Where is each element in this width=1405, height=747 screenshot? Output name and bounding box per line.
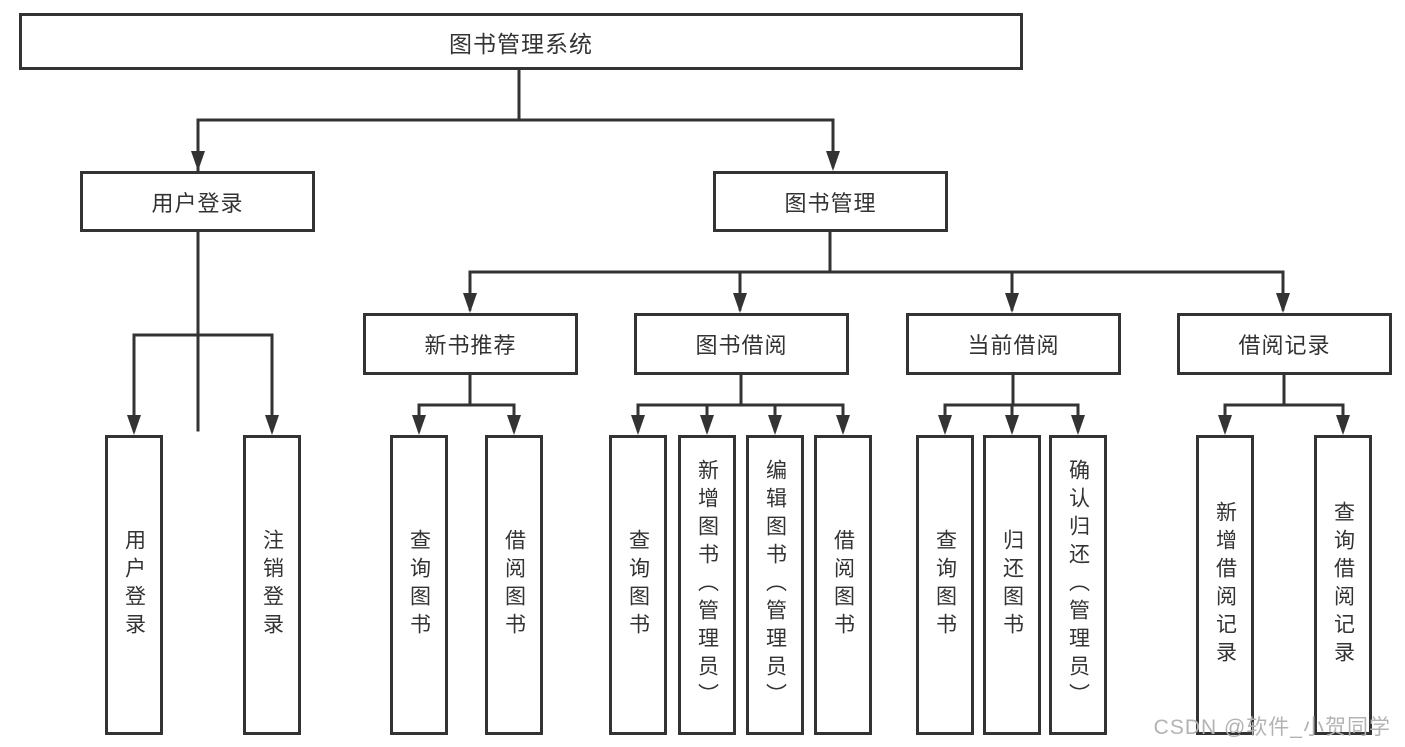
node-label: 借阅记录 [1238, 333, 1331, 358]
connector-book-management [468, 230, 1285, 311]
node-label: 归还图书 [1000, 529, 1024, 641]
node-label: 新书推荐 [424, 333, 517, 358]
connector-book-borrow [636, 373, 845, 432]
csdn-watermark: CSDN @软件_小贺同学 [1153, 716, 1391, 739]
leaf-borrow-books: 借阅图书 [814, 435, 872, 735]
leaf-query-books-recommend: 查询图书 [390, 435, 448, 735]
node-label: 用户登录 [122, 529, 146, 641]
leaf-return-books: 归还图书 [983, 435, 1041, 735]
node-label: 编辑图书（管理员） [763, 459, 787, 711]
node-label: 新增图书（管理员） [695, 459, 719, 711]
leaf-query-borrow-record: 查询借阅记录 [1314, 435, 1372, 735]
node-label: 借阅图书 [502, 529, 526, 641]
node-label: 借阅图书 [831, 529, 855, 641]
node-label: 当前借阅 [967, 333, 1060, 358]
connector-borrow-records [1223, 373, 1345, 432]
node-label: 图书管理 [784, 190, 877, 216]
node-label: 确认归还（管理员） [1066, 459, 1090, 711]
connector-root [196, 68, 835, 432]
connector-new-book [417, 373, 516, 432]
node-borrow-records: 借阅记录 [1177, 313, 1392, 375]
leaf-confirm-return-admin: 确认归还（管理员） [1049, 435, 1107, 735]
node-label: 查询图书 [933, 529, 957, 641]
node-label: 图书管理系统 [449, 30, 593, 57]
leaf-edit-books-admin: 编辑图书（管理员） [746, 435, 804, 735]
node-label: 查询图书 [407, 529, 431, 641]
node-label: 查询借阅记录 [1331, 501, 1355, 669]
node-label: 用户登录 [151, 190, 244, 216]
node-user-login: 用户登录 [80, 171, 315, 232]
node-label: 图书借阅 [695, 333, 788, 358]
node-current-borrow: 当前借阅 [906, 313, 1121, 375]
leaf-add-books-admin: 新增图书（管理员） [678, 435, 736, 735]
leaf-logout: 注销登录 [243, 435, 301, 735]
node-book-borrow: 图书借阅 [634, 313, 849, 375]
node-root-system: 图书管理系统 [19, 13, 1023, 70]
node-label: 注销登录 [260, 529, 284, 641]
leaf-query-books-borrow: 查询图书 [609, 435, 667, 735]
node-label: 新增借阅记录 [1213, 501, 1237, 669]
node-new-book-recommend: 新书推荐 [363, 313, 578, 375]
node-book-management: 图书管理 [713, 171, 948, 232]
leaf-user-login: 用户登录 [105, 435, 163, 735]
leaf-add-borrow-record: 新增借阅记录 [1196, 435, 1254, 735]
leaf-query-books-current: 查询图书 [916, 435, 974, 735]
node-label: 查询图书 [626, 529, 650, 641]
leaf-borrow-books-recommend: 借阅图书 [485, 435, 543, 735]
connector-user-login [132, 230, 274, 432]
